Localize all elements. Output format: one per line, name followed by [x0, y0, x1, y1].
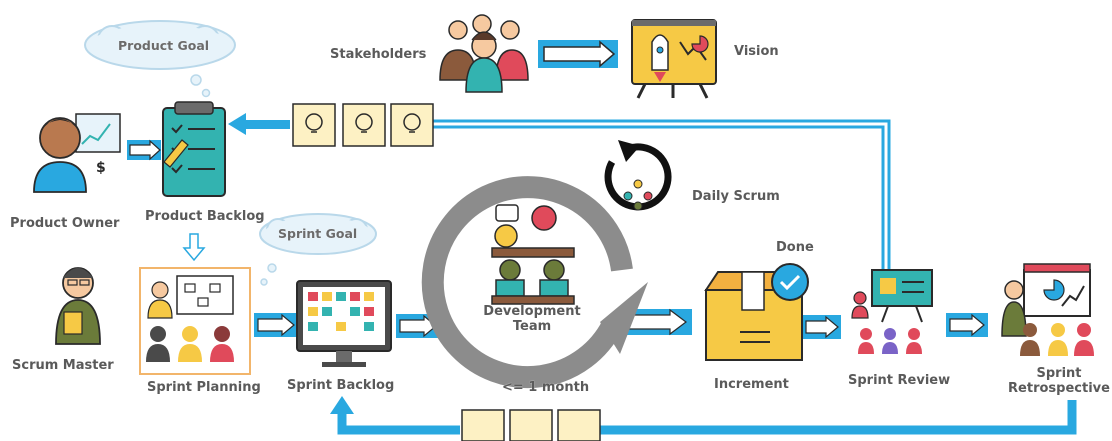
daily-scrum-label: Daily Scrum: [692, 189, 780, 204]
stakeholders-label: Stakeholders: [330, 47, 427, 62]
sticky-note-icon: [461, 409, 505, 441]
team-desks-icon: [491, 204, 575, 305]
development-team-line1: Development: [483, 304, 581, 319]
timebox-label: <= 1 month: [502, 380, 590, 395]
vision-label: Vision: [734, 44, 779, 59]
idea-note-icon: [292, 103, 336, 147]
feedback-line-top: [433, 119, 891, 270]
thought-cloud-icon: [259, 213, 377, 286]
product-owner-label: Product Owner: [10, 216, 120, 231]
done-label: Done: [776, 240, 814, 255]
product-goal-label: Product Goal: [118, 38, 210, 53]
flow-arrow-stakeholders-vision: [538, 40, 618, 68]
increment-label: Increment: [714, 377, 789, 392]
sprint-planning-label: Sprint Planning: [147, 380, 261, 395]
flow-arrow-increment-review: [803, 315, 841, 339]
feedback-line-bottom: [330, 396, 1077, 435]
arrow-to-product-backlog: [228, 113, 290, 135]
product-backlog-label: Product Backlog: [145, 209, 265, 224]
retrospective-presenter-icon: [1001, 263, 1094, 356]
development-team-label: Development Team: [476, 304, 588, 334]
businessman-chart-icon: $: [33, 113, 121, 193]
people-group-icon: [439, 14, 529, 93]
flow-arrow-backlog-planning: [182, 233, 206, 262]
svg-text:$: $: [96, 160, 106, 176]
sticky-note-icon: [557, 409, 601, 441]
idea-note-icon: [342, 103, 386, 147]
review-audience-icon: [851, 269, 933, 354]
sprint-retrospective-line1: Sprint: [1036, 366, 1082, 381]
flow-arrow-owner-backlog: [127, 139, 161, 161]
flow-arrow-team-increment: [622, 308, 692, 336]
check-badge-icon: [771, 263, 809, 301]
cycle-arrow-icon: [421, 176, 648, 389]
flow-arrow-planning-sprintbacklog: [254, 313, 296, 337]
scrum-master-label: Scrum Master: [12, 358, 114, 373]
thought-cloud-icon: [84, 20, 236, 98]
scrum-master-icon: [55, 267, 101, 345]
people-group-icon: [623, 179, 653, 211]
kanban-monitor-icon: [296, 280, 392, 367]
clipboard-checklist-icon: [162, 101, 226, 197]
cycle-arrow-icon: [604, 140, 672, 211]
sprint-review-label: Sprint Review: [848, 373, 951, 388]
sprint-retrospective-line2: Retrospective: [1008, 381, 1110, 396]
sprint-backlog-label: Sprint Backlog: [287, 378, 395, 393]
sprint-retrospective-label: Sprint Retrospective: [1008, 366, 1110, 396]
development-team-line2: Team: [512, 319, 552, 334]
meeting-presentation-icon: [139, 267, 251, 375]
flow-arrow-review-retro: [946, 313, 988, 337]
idea-note-icon: [390, 103, 434, 147]
sprint-goal-label: Sprint Goal: [278, 226, 358, 241]
presentation-rocket-icon: [631, 19, 717, 99]
sticky-note-icon: [509, 409, 553, 441]
